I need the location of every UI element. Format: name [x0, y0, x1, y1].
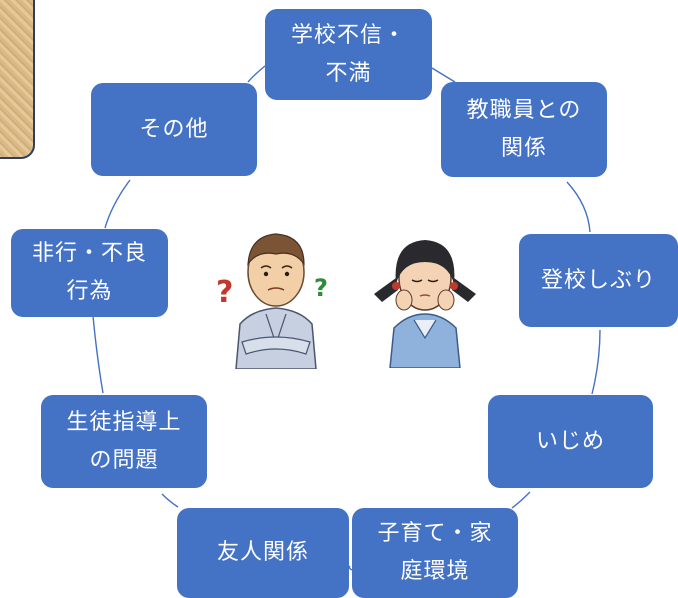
connector-line: [92, 315, 104, 394]
connector-line: [247, 65, 266, 83]
connector-line: [348, 565, 353, 571]
connector-line: [591, 329, 601, 395]
corner-decorative-panel: [0, 0, 35, 159]
connector-line: [161, 493, 179, 508]
svg-text:?: ?: [216, 275, 233, 310]
worried-girl-illustration: [374, 240, 476, 368]
worried-boy-illustration: ? ?: [216, 233, 328, 369]
cycle-node-guidance-issues: 生徒指導上 の問題: [41, 395, 207, 488]
connector-line: [104, 179, 131, 229]
cycle-node-staff-relations: 教職員との 関係: [441, 82, 607, 177]
svg-text:?: ?: [314, 274, 328, 302]
connector-line: [511, 491, 531, 509]
cycle-node-parenting-home: 子育て・家 庭環境: [352, 508, 518, 598]
cycle-node-friend-relations: 友人関係: [177, 508, 349, 598]
connector-line: [431, 67, 456, 83]
cycle-node-delinquency: 非行・不良 行為: [11, 229, 168, 317]
connector-line: [566, 181, 591, 233]
cycle-node-bullying: いじめ: [488, 395, 653, 488]
cycle-node-other: その他: [91, 83, 257, 176]
cycle-node-school-distrust: 学校不信・ 不満: [265, 9, 432, 100]
cycle-node-school-reluctance: 登校しぶり: [519, 234, 678, 327]
